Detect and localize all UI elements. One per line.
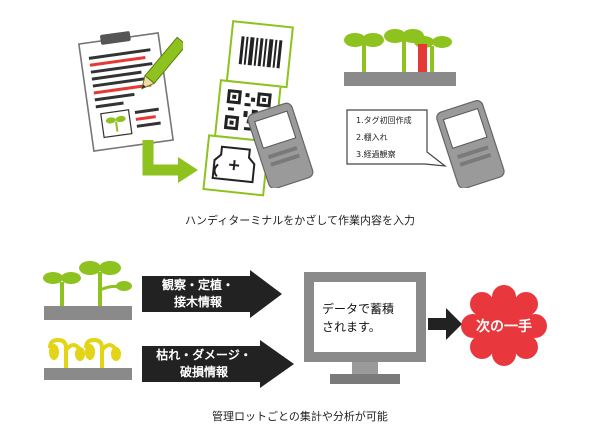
clipboard-illustration [78, 31, 183, 152]
seedling-tray-with-tag [344, 29, 456, 86]
tag-list: 1.タグ初回作成 2.棚入れ 3.経過観察 [356, 112, 436, 163]
label-line: 接木情報 [173, 295, 222, 309]
label-line: 観察・定植・ [161, 278, 234, 292]
next-step-text: 次の一手 [476, 319, 532, 335]
arrow-to-next-step [428, 308, 462, 340]
monitor-screen-text: データで蓄積 されます。 [322, 300, 412, 336]
screen-line: データで蓄積 [322, 302, 395, 316]
damage-info-label: 枯れ・ダメージ・ 破損情報 [146, 347, 262, 381]
label-line: 破損情報 [179, 365, 228, 379]
tag-list-item: 2.棚入れ [356, 133, 388, 142]
tag-list-item: 1.タグ初回作成 [356, 116, 412, 125]
monitor-icon [304, 272, 426, 384]
top-caption: ハンディターミナルをかざして作業内容を入力 [185, 214, 415, 227]
handy-terminal-icon-2 [436, 100, 505, 188]
label-line: 枯れ・ダメージ・ [156, 348, 252, 362]
wilted-seedlings [44, 337, 132, 380]
healthy-seedlings [43, 261, 132, 320]
green-bent-arrow [142, 140, 198, 183]
observation-info-label: 観察・定植・ 接木情報 [146, 277, 250, 311]
screen-line: されます。 [322, 320, 381, 334]
tag-list-item: 3.経過観察 [356, 150, 396, 159]
speech-bubble [346, 109, 448, 167]
label-arrow-1 [142, 270, 282, 318]
handy-terminal-icon [247, 102, 314, 188]
bottom-caption: 管理ロットごとの集計や分析が可能 [212, 410, 388, 423]
label-arrow-2 [142, 340, 294, 388]
next-step-badge [461, 285, 547, 366]
